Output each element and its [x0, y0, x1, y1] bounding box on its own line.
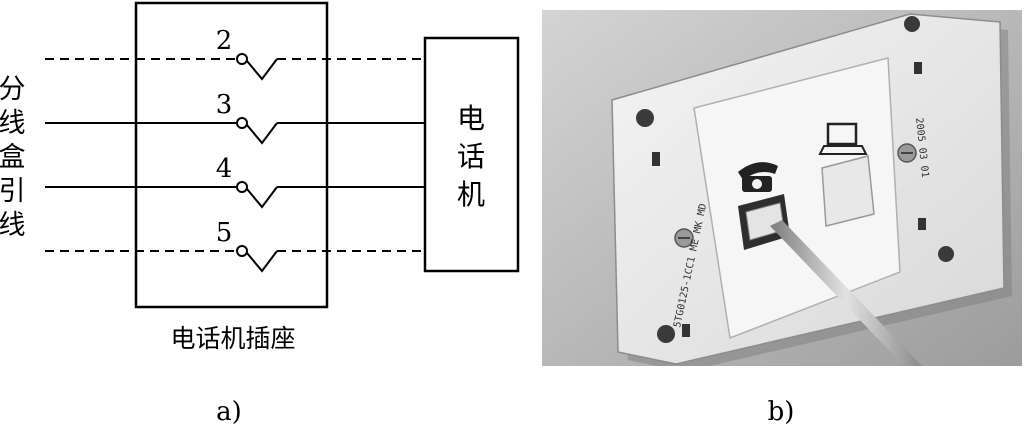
distribution-box-lead-label: 分 线 盒 引 线: [0, 74, 26, 241]
phone-label-char: 机: [457, 178, 485, 211]
data-jack-cover: [821, 155, 875, 227]
computer-icon: [818, 122, 868, 155]
screw-hole: [636, 109, 654, 127]
screw-hole: [904, 16, 920, 32]
phone-label-char: 话: [457, 140, 485, 173]
terminal-number: 5: [216, 218, 233, 248]
left-label-char: 线: [0, 210, 26, 241]
plate-slot: [914, 62, 922, 74]
contact-point: [236, 53, 248, 65]
telephone-label: 电 话 机: [457, 102, 485, 211]
caption-a: a): [216, 397, 242, 427]
inner-module: [693, 57, 901, 340]
telephone-icon: [738, 162, 778, 192]
terminal-number: 2: [216, 26, 233, 56]
phone-label-char: 电: [457, 102, 485, 135]
contact-point: [236, 117, 248, 129]
left-label-char: 线: [0, 108, 26, 139]
terminal-2: 2: [45, 26, 425, 81]
spring-contact: [246, 186, 278, 209]
telephone-cord: [770, 220, 922, 366]
socket-label: 电话机插座: [170, 324, 295, 353]
screw-hole: [938, 246, 954, 262]
outlet-photo: 5TG0125-1CC1 ME MK MD 2005 03 01: [542, 10, 1022, 366]
terminal-4: 4: [45, 154, 425, 209]
telephone-box: [423, 36, 520, 273]
socket-box: [134, 1, 329, 309]
terminal-number: 4: [216, 154, 233, 184]
terminal-5: 5: [45, 218, 425, 273]
screw-hole: [657, 325, 675, 343]
left-label-char: 盒: [0, 142, 26, 173]
plate-slot: [652, 152, 660, 166]
left-label-char: 引: [0, 176, 26, 207]
caption-b: b): [768, 397, 795, 427]
plate-slot: [918, 218, 926, 230]
contact-point: [236, 181, 248, 193]
spring-contact: [246, 58, 278, 81]
spring-contact: [246, 122, 278, 145]
terminal-number: 3: [216, 90, 233, 120]
plate-slot: [682, 324, 690, 337]
terminal-3: 3: [45, 90, 425, 145]
wiring-diagram: 分 线 盒 引 线 电话机插座 电 话 机 2: [0, 1, 520, 427]
spring-contact: [246, 250, 278, 273]
contact-point: [236, 245, 248, 257]
left-label-char: 分: [0, 74, 26, 105]
